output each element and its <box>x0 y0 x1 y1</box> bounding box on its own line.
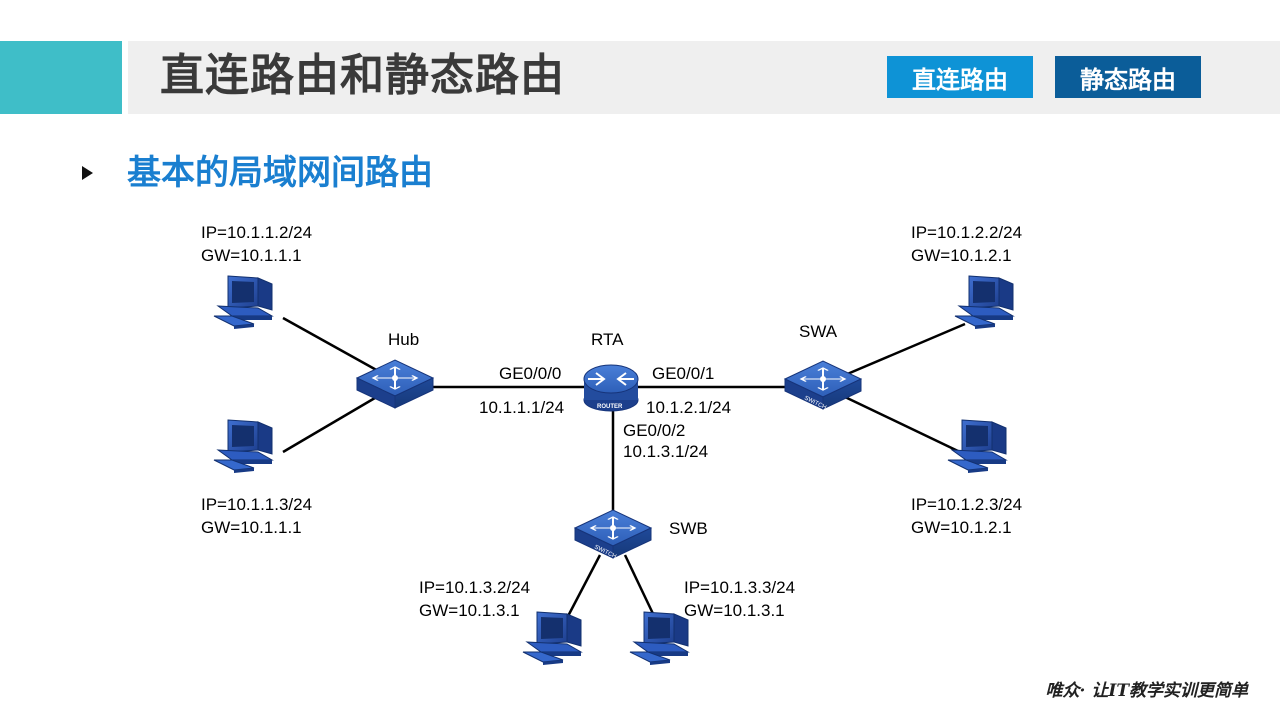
host4-ip: IP=10.1.2.3/24 <box>911 495 1022 514</box>
host1-ip: IP=10.1.1.2/24 <box>201 223 312 242</box>
link-swa-pc4 <box>844 395 961 454</box>
hub-label: Hub <box>388 330 419 349</box>
tab-static-route[interactable]: 静态路由 <box>1055 56 1201 98</box>
rta-label: RTA <box>591 330 624 349</box>
footer-brand: 唯众· 让IT教学实训更简单 <box>1045 681 1248 701</box>
pc-host-3 <box>954 275 1014 330</box>
router-icon: ROUTER <box>583 364 639 412</box>
host1-gw: GW=10.1.1.1 <box>201 246 302 265</box>
host6-gw: GW=10.1.3.1 <box>684 601 785 620</box>
links <box>282 316 966 621</box>
host3-ip: IP=10.1.2.2/24 <box>911 223 1022 242</box>
host4-gw: GW=10.1.2.1 <box>911 518 1012 537</box>
ge002-ip: 10.1.3.1/24 <box>623 442 708 461</box>
ge000-ip: 10.1.1.1/24 <box>479 398 564 417</box>
link-pc2-hub <box>282 393 381 454</box>
swa-label: SWA <box>799 322 838 341</box>
ge001-ip: 10.1.2.1/24 <box>646 398 731 417</box>
ge001-label: GE0/0/1 <box>652 364 714 383</box>
link-swb-pc5 <box>564 554 602 621</box>
pc-host-4 <box>947 419 1007 474</box>
host6-ip: IP=10.1.3.3/24 <box>684 578 795 597</box>
page-title: 直连路由和静态路由 <box>160 50 565 101</box>
ge000-label: GE0/0/0 <box>499 364 561 383</box>
accent-bar <box>0 41 122 114</box>
swb-switch-icon <box>574 509 652 559</box>
router-badge: ROUTER <box>597 404 623 410</box>
link-swa-pc3 <box>844 322 966 377</box>
swa-switch-icon <box>784 360 862 410</box>
pc-host-1 <box>213 275 273 330</box>
host3-gw: GW=10.1.2.1 <box>911 246 1012 265</box>
host2-gw: GW=10.1.1.1 <box>201 518 302 537</box>
pc-host-5 <box>522 611 582 666</box>
link-pc1-hub <box>282 316 381 374</box>
tab-direct-route[interactable]: 直连路由 <box>887 56 1033 98</box>
section-title: 基本的局域网间路由 <box>127 153 433 193</box>
pc-host-6 <box>629 611 689 666</box>
host2-ip: IP=10.1.1.3/24 <box>201 495 312 514</box>
host5-ip: IP=10.1.3.2/24 <box>419 578 530 597</box>
swb-label: SWB <box>669 519 708 538</box>
host5-gw: GW=10.1.3.1 <box>419 601 520 620</box>
bullet-icon <box>82 166 93 180</box>
pc-host-2 <box>213 419 273 474</box>
link-swb-pc6 <box>623 554 658 621</box>
ge002-label: GE0/0/2 <box>623 421 685 440</box>
